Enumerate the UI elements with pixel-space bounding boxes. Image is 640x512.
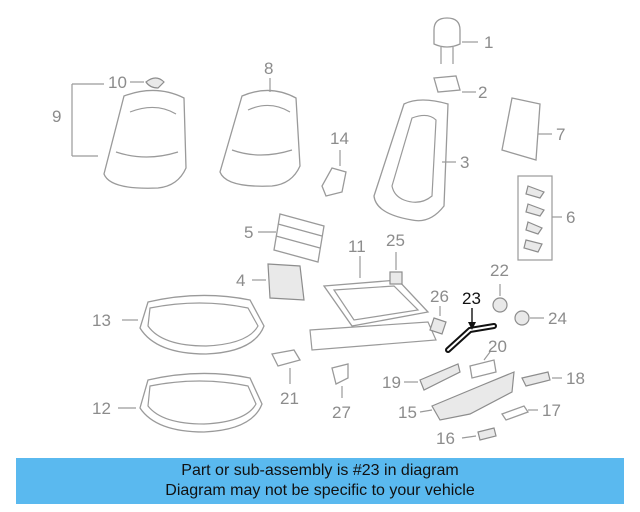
banner-line-1: Part or sub-assembly is #23 in diagram	[181, 462, 459, 479]
part-12-seat-pad	[118, 372, 263, 433]
banner-line-2: Diagram may not be specific to your vehi…	[165, 482, 475, 499]
part-6-hardware-kit	[517, 175, 562, 261]
part-3-seatback-frame	[373, 99, 456, 222]
part-24-knob	[514, 310, 544, 326]
part-25-clip	[389, 252, 403, 285]
label-20: 20	[488, 337, 507, 356]
label-10: 10	[108, 73, 127, 92]
part-8-seatback-cover	[219, 78, 301, 187]
part-20-adjuster	[469, 351, 497, 379]
label-22: 22	[490, 261, 509, 280]
label-24: 24	[548, 309, 567, 328]
part-9-seatback-pad	[71, 83, 187, 189]
label-26: 26	[430, 287, 449, 306]
label-4: 4	[236, 271, 245, 290]
label-12: 12	[92, 399, 111, 418]
label-3: 3	[460, 153, 469, 172]
label-6: 6	[566, 208, 575, 227]
part-27-bracket	[331, 363, 349, 398]
part-26-cap	[429, 306, 447, 335]
label-14: 14	[330, 129, 349, 148]
part-16-cover	[461, 427, 497, 441]
part-4-mat	[252, 263, 305, 301]
part-14-bracket	[321, 150, 347, 197]
label-2: 2	[478, 83, 487, 102]
part-17-cover	[501, 405, 538, 421]
label-7: 7	[556, 125, 565, 144]
label-11: 11	[348, 237, 366, 256]
part-18-lever	[521, 371, 562, 387]
part-5-lumbar-support	[258, 213, 325, 263]
label-9: 9	[52, 107, 61, 126]
label-21: 21	[280, 389, 299, 408]
label-8: 8	[264, 59, 273, 78]
label-18: 18	[566, 369, 585, 388]
label-5: 5	[244, 223, 253, 242]
label-15: 15	[398, 403, 417, 422]
part-13-seat-cover	[122, 294, 265, 355]
part-2-headrest-guide	[433, 75, 476, 93]
label-23: 23	[462, 289, 481, 308]
part-23-cable-highlighted	[445, 308, 497, 353]
label-1: 1	[484, 33, 493, 52]
part-21-clip	[271, 349, 301, 384]
label-17: 17	[542, 401, 561, 420]
part-11-seat-frame	[309, 256, 437, 351]
part-7-back-panel	[501, 97, 552, 161]
part-10-clip	[130, 77, 165, 89]
part-15-side-shield	[419, 371, 515, 421]
info-banner: Part or sub-assembly is #23 in diagram D…	[16, 458, 624, 504]
label-25: 25	[386, 231, 405, 250]
part-1-headrest	[433, 17, 478, 64]
label-27: 27	[332, 403, 351, 422]
label-16: 16	[436, 429, 455, 448]
label-19: 19	[382, 373, 401, 392]
part-22-knob	[492, 284, 508, 313]
label-13: 13	[92, 311, 111, 330]
part-19-trim	[404, 363, 461, 391]
parts-diagram: 1 2 3 7 6 8 9	[52, 17, 585, 448]
